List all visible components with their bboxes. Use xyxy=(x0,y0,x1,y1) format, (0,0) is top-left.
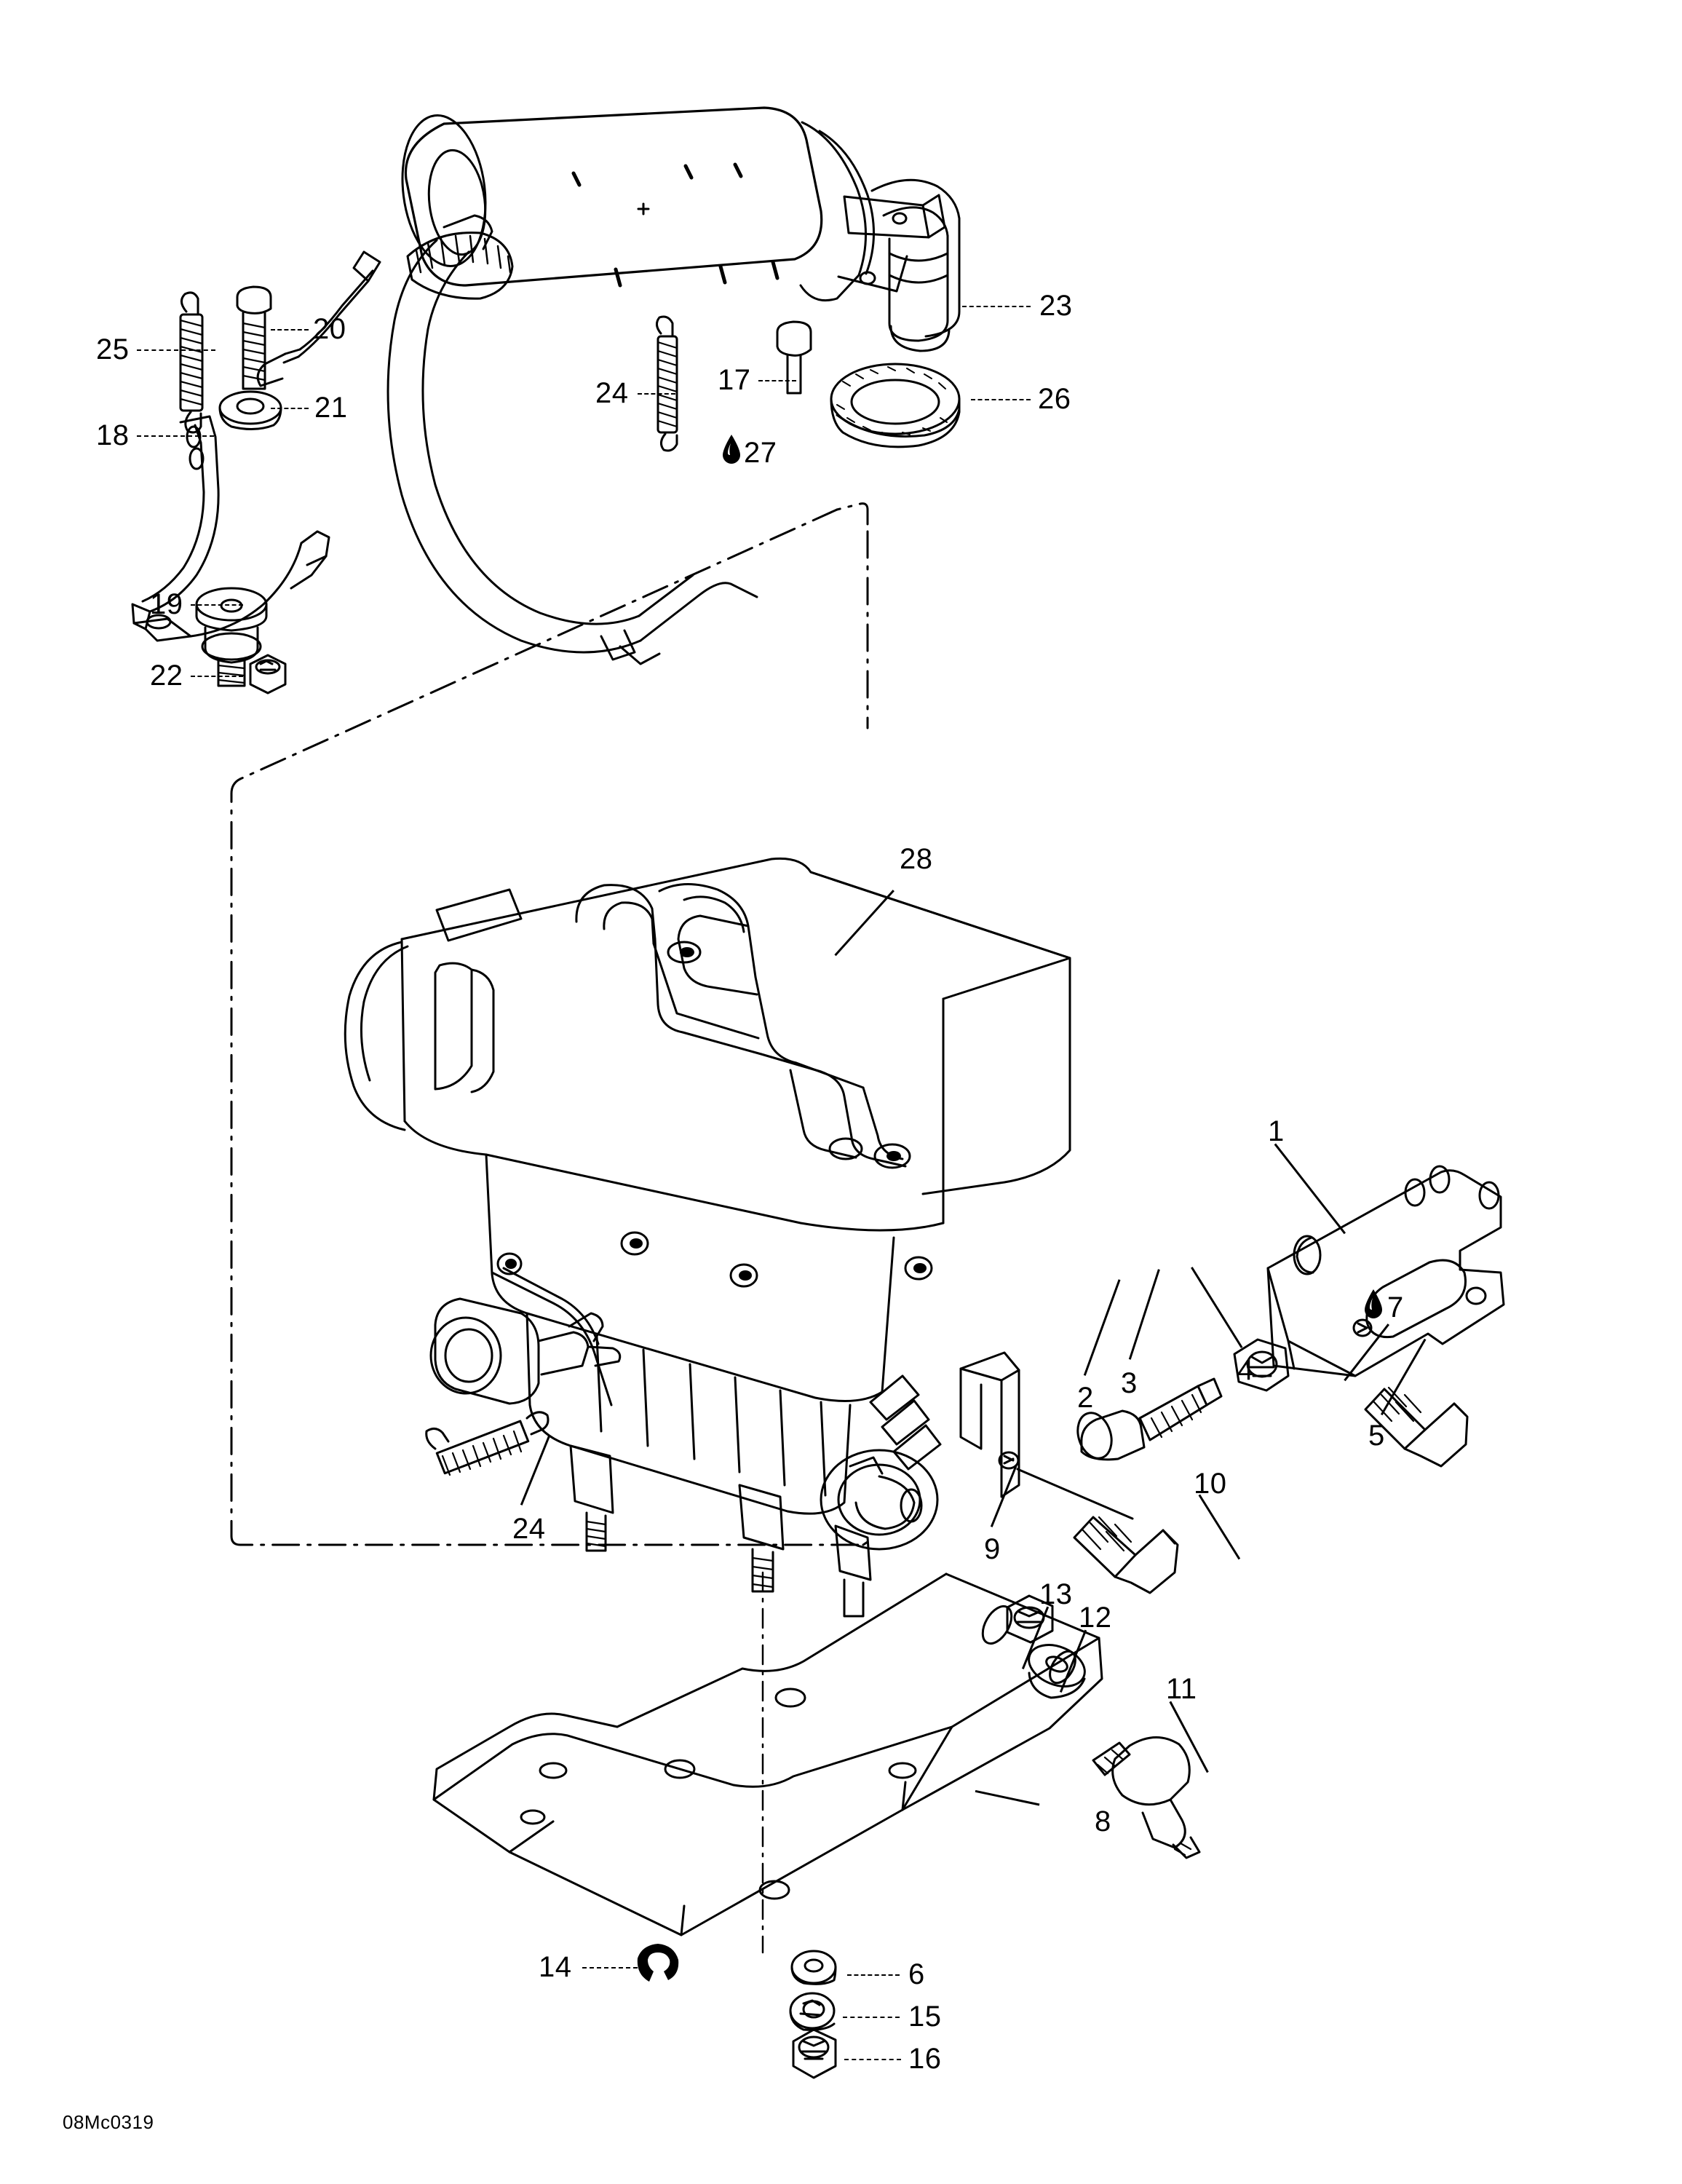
callout-number-12: 12 xyxy=(1079,1602,1112,1634)
callout-leader-22 xyxy=(191,676,243,677)
callout-leader-10 xyxy=(1198,1494,1241,1560)
callout-number-6: 6 xyxy=(908,1958,925,1990)
callout-leader-17 xyxy=(758,380,796,381)
washer-21-art xyxy=(218,390,282,430)
exhaust-seal-ring-art xyxy=(830,363,961,448)
callout-leader-12 xyxy=(1060,1629,1087,1693)
callout-number-25: 25 xyxy=(96,333,130,365)
callout-number-14: 14 xyxy=(539,1951,572,1983)
spring-24a-art xyxy=(656,315,678,452)
callout-number-27: 27 xyxy=(744,437,777,469)
callout-number-8: 8 xyxy=(1095,1805,1111,1837)
callout-leader-2 xyxy=(1083,1279,1121,1376)
callout-number-22: 22 xyxy=(150,660,183,692)
callout-number-16: 16 xyxy=(908,2043,942,2075)
screw-17-art xyxy=(776,320,812,395)
callout-number-4: 4 xyxy=(1237,1354,1254,1386)
bracket-9-art xyxy=(959,1351,1134,1520)
callout-leader-24 xyxy=(638,393,675,395)
mount-plate-1-art xyxy=(1266,1165,1505,1377)
callout-number-1: 1 xyxy=(1268,1115,1285,1147)
washer-6-art xyxy=(790,1950,837,1985)
spring-25-art xyxy=(179,291,204,434)
callout-leader-25 xyxy=(137,349,215,351)
callout-number-17: 17 xyxy=(718,364,751,396)
callout-leader-4 xyxy=(1191,1267,1243,1348)
callout-number-3: 3 xyxy=(1121,1367,1138,1399)
callout-leader-26 xyxy=(971,399,1031,400)
grommet-19-art xyxy=(195,587,268,687)
nut-16-art xyxy=(792,2028,837,2079)
callout-number-5: 5 xyxy=(1368,1420,1385,1452)
callout-number-20: 20 xyxy=(313,313,346,345)
callout-number-26: 26 xyxy=(1038,383,1071,415)
callout-number-9: 9 xyxy=(984,1533,1001,1565)
callout-leader-20 xyxy=(271,329,309,331)
callout-number-18: 18 xyxy=(96,419,130,451)
bolt-10-art xyxy=(1073,1516,1179,1594)
callout-leader-7 xyxy=(1344,1324,1389,1382)
support-plate-8-art xyxy=(432,1572,1103,1936)
phantom-boundary xyxy=(230,502,869,1546)
rubber-mount-11-art xyxy=(1092,1736,1201,1859)
callout-number-23: 23 xyxy=(1039,290,1073,322)
spring-24b-art xyxy=(425,1411,550,1476)
callout-number-2: 2 xyxy=(1077,1382,1094,1414)
callout-number-28: 28 xyxy=(900,843,933,875)
callout-number-10: 10 xyxy=(1194,1468,1227,1500)
shoulder-bolt-art xyxy=(1076,1377,1223,1461)
callout-leader-1 xyxy=(1274,1143,1346,1234)
callout-number-19: 19 xyxy=(150,588,183,620)
callout-leader-23 xyxy=(962,306,1031,307)
callout-leader-5 xyxy=(1380,1338,1427,1415)
callout-number-13: 13 xyxy=(1039,1578,1073,1610)
callout-leader-18 xyxy=(137,435,214,437)
callout-leader-3 xyxy=(1128,1269,1160,1360)
lockwasher-15-art xyxy=(789,1992,836,2031)
callout-leader-11 xyxy=(1169,1701,1209,1773)
bolt-20-art xyxy=(236,285,272,390)
callout-number-24: 24 xyxy=(595,377,629,409)
callout-leader-13 xyxy=(1022,1606,1050,1670)
callout-number-7: 7 xyxy=(1387,1291,1404,1324)
sheet-code: 08Mc0319 xyxy=(63,2111,154,2133)
callout-number-21: 21 xyxy=(314,392,348,424)
nut-22-art xyxy=(249,654,287,695)
callout-leader-24b xyxy=(520,1434,551,1506)
callout-leader-8 xyxy=(975,1790,1040,1806)
clip-14-art xyxy=(637,1944,679,1982)
callout-leader-21 xyxy=(271,408,309,409)
callout-leader-28 xyxy=(834,890,894,957)
callout-leader-19 xyxy=(191,604,243,606)
callout-leader-9 xyxy=(990,1465,1017,1527)
callout-number-11: 11 xyxy=(1166,1673,1197,1705)
callout-leader-14 xyxy=(582,1967,638,1969)
callout-number-24b: 24 xyxy=(512,1513,546,1545)
callout-leader-6 xyxy=(847,1974,900,1976)
callout-leader-16 xyxy=(844,2059,901,2060)
callout-number-15: 15 xyxy=(908,2001,942,2033)
callout-leader-15 xyxy=(843,2017,900,2018)
